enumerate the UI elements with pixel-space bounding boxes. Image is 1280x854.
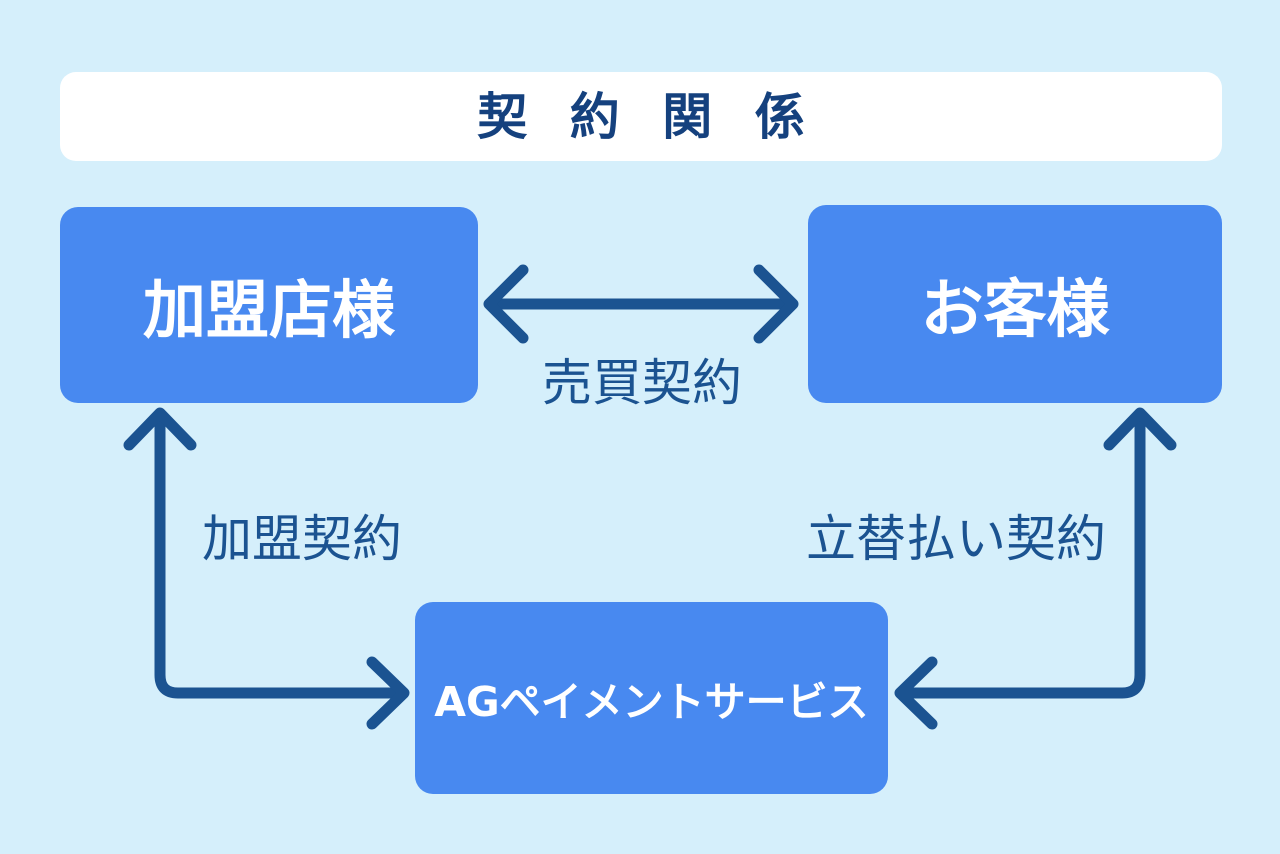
edge-label-advance-payment-contract: 立替払い契約 xyxy=(806,510,1106,568)
title-banner: 契約関係 xyxy=(60,72,1222,161)
edge-label-membership-contract: 加盟契約 xyxy=(202,510,402,568)
node-service: AGペイメントサービス xyxy=(415,602,888,794)
node-merchant-label: 加盟店様 xyxy=(143,273,395,347)
node-customer-label: お客様 xyxy=(920,272,1110,346)
arrow-membership-contract xyxy=(123,407,410,730)
arrow-advance-payment-contract xyxy=(894,407,1177,730)
arrow-sales-contract xyxy=(483,264,799,344)
node-customer: お客様 xyxy=(808,205,1222,403)
page-title: 契約関係 xyxy=(477,87,848,146)
node-service-label: AGペイメントサービス xyxy=(434,678,869,726)
node-merchant: 加盟店様 xyxy=(60,207,478,403)
edge-label-sales-contract: 売買契約 xyxy=(542,354,742,412)
